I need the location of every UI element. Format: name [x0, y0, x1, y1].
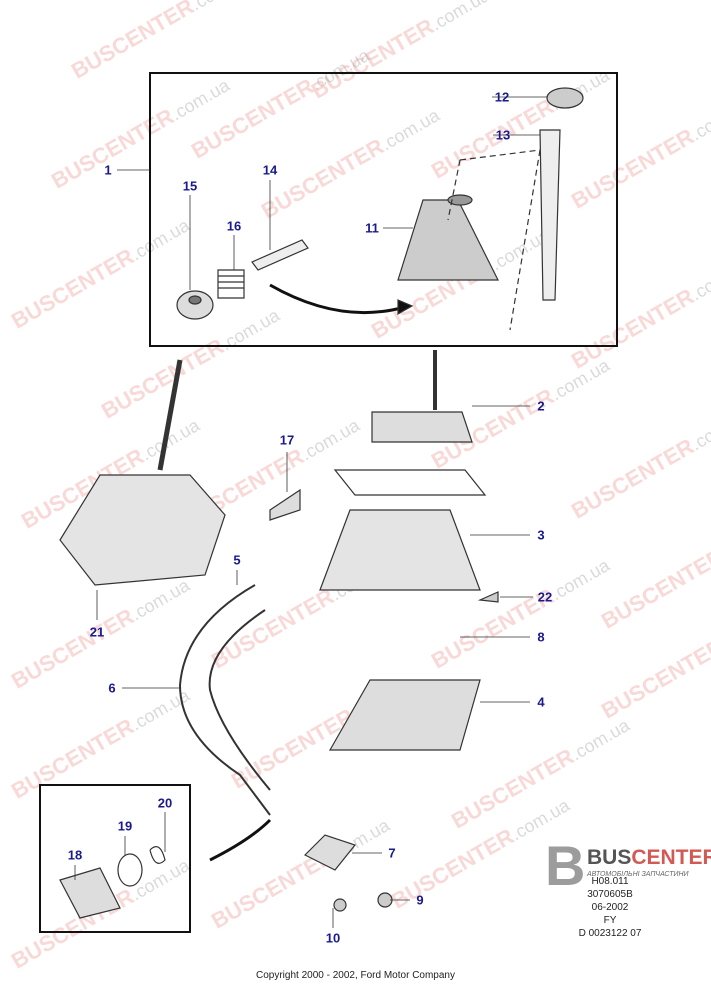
part-4-cover — [328, 679, 481, 751]
callout-9: 9 — [416, 892, 424, 908]
callout-21: 21 — [89, 624, 105, 640]
part-17-knob — [539, 129, 561, 301]
part-15 — [176, 290, 214, 320]
part-11-boot — [397, 199, 499, 281]
callout-7: 7 — [388, 845, 396, 861]
callout-5: 5 — [233, 552, 241, 568]
callout-6: 6 — [108, 680, 116, 696]
part-16-clip — [269, 488, 301, 521]
logo-name-a: BUS — [587, 846, 632, 869]
gasket — [333, 469, 487, 496]
callout-4: 4 — [537, 694, 545, 710]
callout-19: 19 — [117, 818, 133, 834]
callout-16: 16 — [226, 218, 242, 234]
part-14-spring — [217, 269, 245, 299]
callout-11: 11 — [365, 220, 379, 236]
callout-18: 18 — [67, 847, 83, 863]
ref-date: 06-2002 — [591, 902, 629, 913]
ref-code: H08.011 — [591, 876, 629, 887]
callout-2: 2 — [537, 398, 545, 414]
part-12-badge — [546, 87, 584, 109]
logo-subtitle: АВТОМОБІЛЬНІ ЗАПЧАСТИНИ — [587, 871, 689, 878]
callout-8: 8 — [537, 629, 545, 645]
reference-codes: H08.011 3070605B 06-2002 FY D 0023122 07 — [555, 875, 665, 940]
part-19 — [117, 853, 143, 887]
part-21-housing — [59, 474, 226, 586]
callout-13: 13 — [495, 127, 511, 143]
inset-box-detail — [39, 784, 191, 933]
callout-10: 10 — [325, 930, 341, 946]
part-20 — [149, 846, 166, 864]
logo-name-b: CENTER — [631, 846, 711, 869]
callout-3: 3 — [537, 527, 545, 543]
part-7-bracket — [303, 834, 357, 871]
copyright: Copyright 2000 - 2002, Ford Motor Compan… — [256, 970, 455, 981]
part-2-plate — [371, 411, 473, 443]
callout-15: 15 — [182, 178, 198, 194]
part-6-cable — [178, 584, 271, 816]
part-3-housing — [319, 509, 481, 591]
callout-12: 12 — [494, 89, 510, 105]
part-22 — [477, 591, 499, 603]
callout-1: 1 — [104, 162, 112, 178]
callout-22: 22 — [537, 589, 553, 605]
part-13 — [251, 239, 309, 271]
logo-letter: B — [545, 834, 586, 897]
ref-code: FY — [603, 915, 617, 926]
logo-name: BUSCENTER — [587, 846, 711, 870]
callout-20: 20 — [157, 795, 173, 811]
callout-14: 14 — [262, 162, 278, 178]
part-18 — [59, 867, 121, 919]
ref-code: D 0023122 07 — [578, 928, 642, 939]
inset-box-kit — [149, 72, 618, 347]
callout-17: 17 — [279, 432, 295, 448]
ref-code: 3070605B — [587, 889, 633, 900]
